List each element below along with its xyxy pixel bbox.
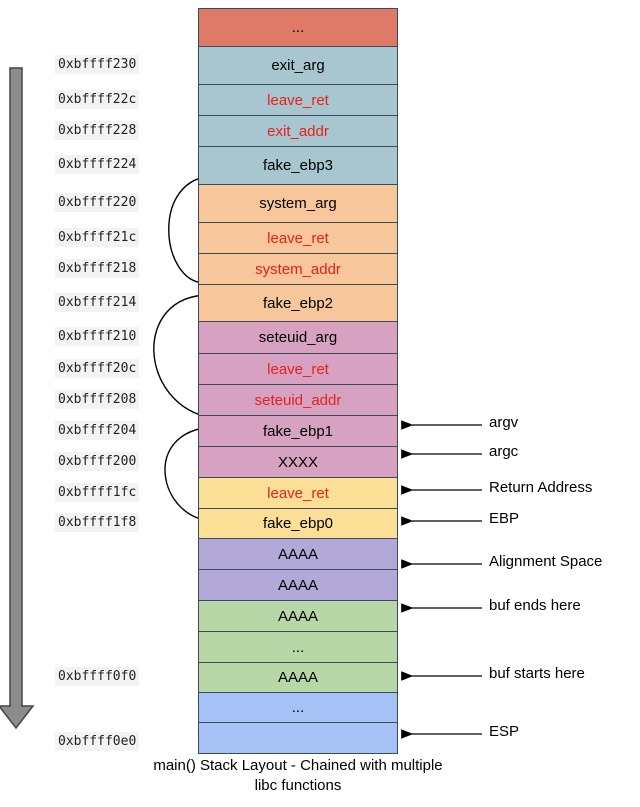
stack-cell: leave_ret <box>198 477 398 509</box>
stack-cell <box>198 722 398 754</box>
stack-address: 0xbffff210 <box>55 327 140 346</box>
stack-address: 0xbffff0f0 <box>55 667 140 686</box>
stack-cell: fake_ebp3 <box>198 146 398 185</box>
annotation-label: Alignment Space <box>489 553 603 570</box>
stack-cell: seteuid_arg <box>198 321 398 354</box>
annotation-label: buf ends here <box>489 597 581 614</box>
stack-address: 0xbffff22c <box>55 89 140 109</box>
diagram-caption: main() Stack Layout - Chained with multi… <box>153 757 443 794</box>
stack-address: 0xbffff1fc <box>55 482 140 502</box>
ebp-chain-arrow <box>153 294 213 419</box>
stack-cell: AAAA <box>198 662 398 693</box>
stack-cell: system_addr <box>198 253 398 285</box>
ebp-chain-arrow <box>164 426 215 522</box>
annotation-label: buf starts here <box>489 665 585 682</box>
annotation-label: ESP <box>489 723 520 740</box>
stack-address: 0xbffff21c <box>55 227 140 247</box>
stack-cell: exit_arg <box>198 46 398 85</box>
annotation-label: Return Address <box>489 479 593 496</box>
stack-address: 0xbffff230 <box>55 55 140 74</box>
stack-cell: AAAA <box>198 569 398 601</box>
stack-cell: ... <box>198 8 398 47</box>
ebp-chain-arrow <box>168 175 216 284</box>
stack-cell: ... <box>198 631 398 663</box>
annotation-label: EBP <box>489 510 520 527</box>
stack-address: 0xbffff224 <box>55 155 140 174</box>
stack-cell: fake_ebp2 <box>198 284 398 322</box>
stack-growth-arrow <box>0 67 35 730</box>
stack-cell: fake_ebp0 <box>198 508 398 539</box>
stack-cell: system_arg <box>198 184 398 223</box>
stack-address: 0xbffff1f8 <box>55 513 140 532</box>
stack-address: 0xbffff220 <box>55 193 140 212</box>
stack-cell: leave_ret <box>198 353 398 385</box>
stack-cell: AAAA <box>198 600 398 632</box>
stack-cell: leave_ret <box>198 84 398 116</box>
stack-cell: fake_ebp1 <box>198 415 398 447</box>
stack-cell: AAAA <box>198 538 398 570</box>
stack-address: 0xbffff214 <box>55 292 140 312</box>
stack-address: 0xbffff20c <box>55 358 140 378</box>
annotation-label: argv <box>489 414 519 431</box>
annotation-label: argc <box>489 443 519 460</box>
stack-address: 0xbffff218 <box>55 258 140 278</box>
stack-address: 0xbffff228 <box>55 120 140 140</box>
stack-address: 0xbffff200 <box>55 451 140 471</box>
stack-cell: ... <box>198 692 398 723</box>
stack-cell: leave_ret <box>198 222 398 254</box>
stack-address: 0xbffff204 <box>55 420 140 440</box>
stack-address: 0xbffff208 <box>55 389 140 409</box>
stack-cell: seteuid_addr <box>198 384 398 416</box>
stack-cell: XXXX <box>198 446 398 478</box>
stack-address: 0xbffff0e0 <box>55 732 140 751</box>
stack-cell: exit_addr <box>198 115 398 147</box>
